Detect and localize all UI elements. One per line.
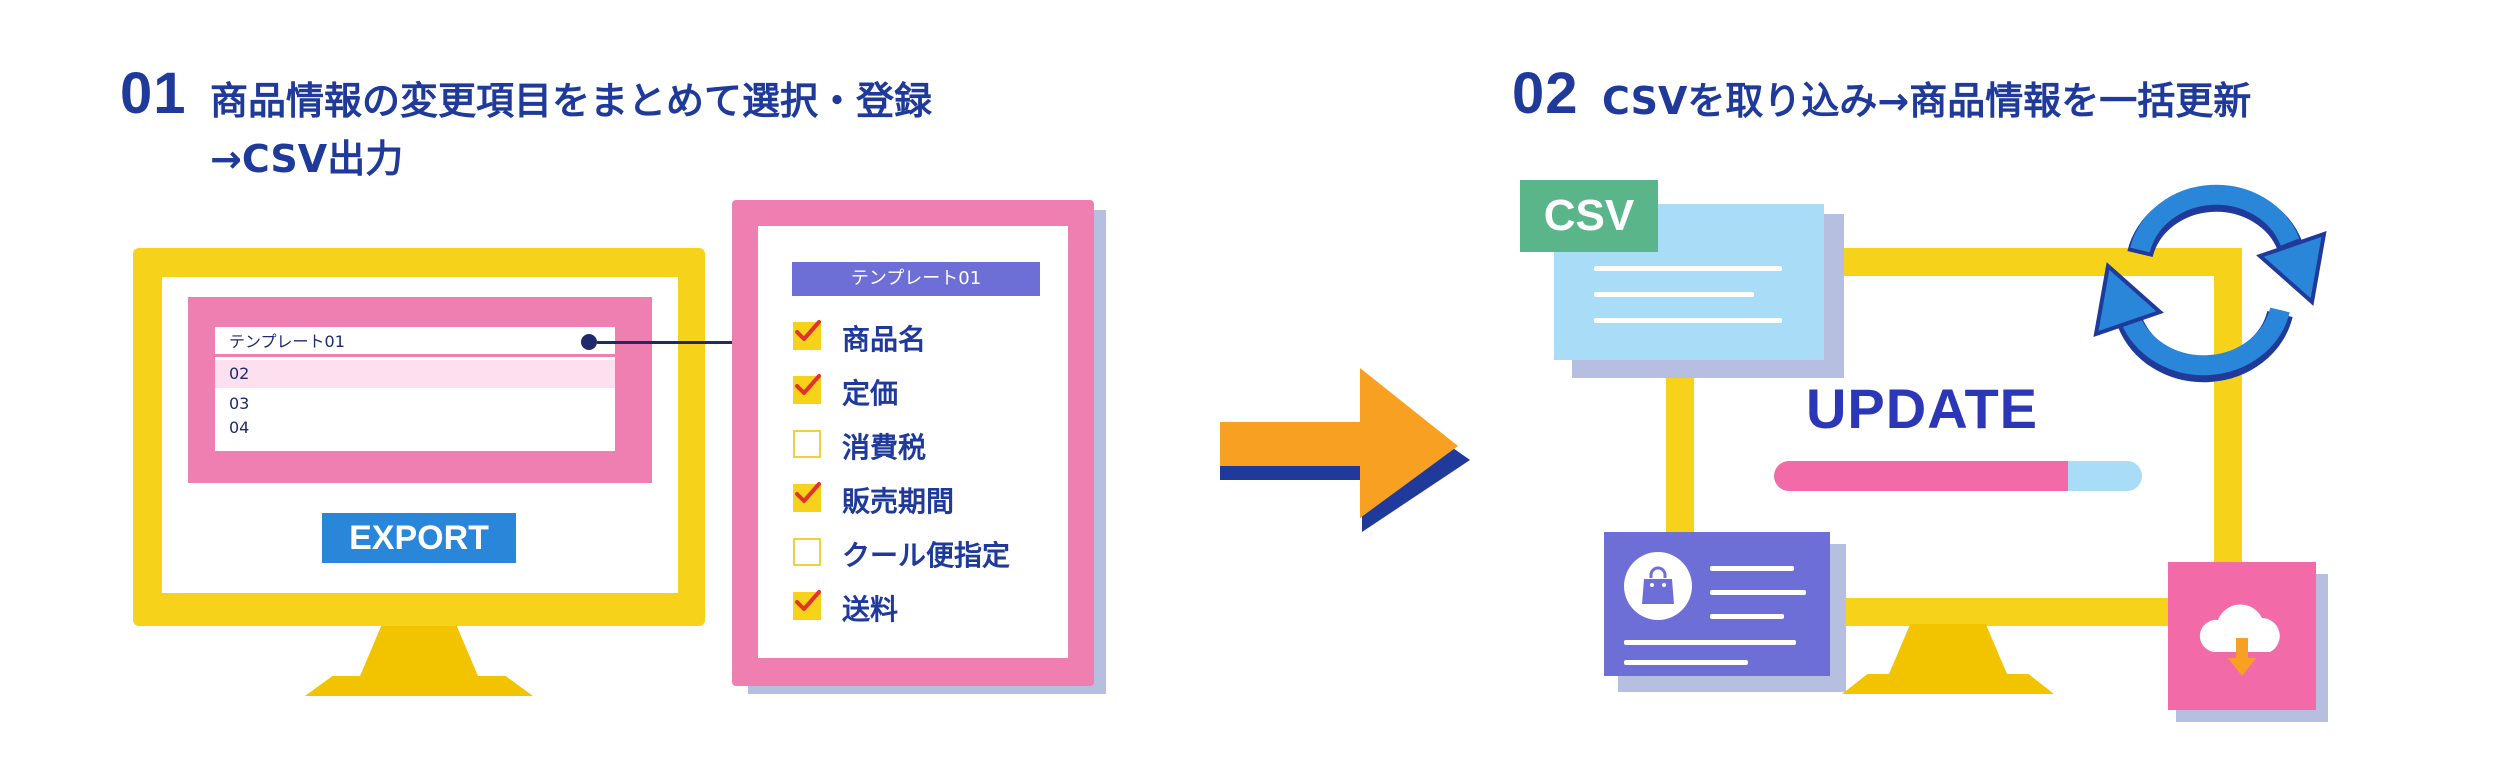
connector-dot [581, 334, 597, 350]
field-label: 消費税 [842, 431, 927, 464]
text-line [1624, 640, 1796, 645]
connector-line [597, 341, 747, 344]
check-icon [795, 590, 821, 611]
step2-title: CSVを取り込み→商品情報を一括更新 [1602, 79, 2252, 123]
step1-title-line2: →CSV出力 [210, 137, 404, 181]
export-button[interactable]: EXPORT [322, 513, 516, 563]
update-progress-fill [1774, 461, 2069, 491]
monitor2-frame-bottom [1830, 598, 2168, 626]
template-panel-header: テンプレート01 [792, 262, 1040, 296]
text-line [1594, 292, 1754, 297]
step1-number: 01 [120, 61, 187, 126]
text-line [1594, 318, 1782, 323]
update-label: UPDATE [1805, 377, 2039, 440]
check-icon [795, 320, 821, 341]
template-list-item[interactable]: 02 [215, 360, 615, 388]
field-label: 販売期間 [842, 485, 955, 518]
cloud-download-icon [2199, 604, 2280, 676]
text-line [1710, 590, 1806, 595]
field-label: クール便指定 [842, 539, 1011, 572]
field-label: 送料 [842, 593, 899, 626]
checkbox-cool-delivery[interactable] [793, 538, 821, 566]
template-list-item[interactable]: 04 [229, 418, 250, 437]
text-line [1594, 266, 1782, 271]
step1-title-line1: 商品情報の変更項目をまとめて選択・登録 [210, 79, 933, 123]
check-icon [795, 482, 821, 503]
text-line [1624, 660, 1748, 665]
update-progress-bar [1774, 461, 2142, 491]
csv-tag: CSV [1520, 180, 1658, 252]
text-line [1710, 566, 1794, 571]
checkbox-consumption-tax[interactable] [793, 430, 821, 458]
monitor2-stand-base [1842, 674, 2054, 694]
monitor1-stand-neck [360, 626, 478, 676]
monitor2-stand-neck [1889, 624, 2007, 674]
shopping-bag-icon [1642, 566, 1674, 604]
step2-number: 02 [1512, 61, 1579, 126]
monitor1-stand-base [305, 676, 533, 696]
arrow-right-icon [1220, 368, 1470, 532]
monitor2-frame-left [1666, 348, 1694, 546]
text-line [1710, 614, 1784, 619]
check-icon [795, 374, 821, 395]
template-list-selected[interactable]: テンプレート01 [215, 327, 615, 357]
field-label: 定価 [842, 377, 899, 410]
template-list-item[interactable]: 03 [229, 394, 250, 413]
field-label: 商品名 [842, 323, 927, 356]
sync-icon [2093, 184, 2327, 383]
monitor2-frame-right [2214, 248, 2242, 578]
